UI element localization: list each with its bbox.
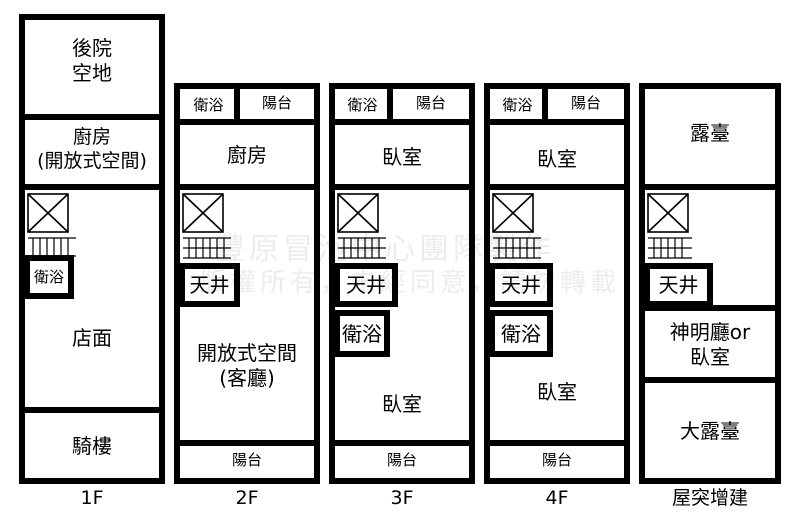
void-box-3f xyxy=(337,193,379,233)
stairs-4f xyxy=(493,237,541,259)
room-bedroom-bottom-3f: 臥室 xyxy=(382,392,422,416)
room-bedroom-top-4f: 臥室 xyxy=(537,147,577,171)
room-living-2f: 開放式空間 (客廳) xyxy=(197,341,297,390)
floor-2f-walls xyxy=(174,83,320,484)
room-bath-1f: 衛浴 xyxy=(33,268,64,286)
room-balcony-top-3f: 陽台 xyxy=(415,94,446,112)
room-arcade-1f: 騎樓 xyxy=(72,434,112,458)
room-bath-mid-3f: 衛浴 xyxy=(342,322,382,346)
floor-label-1f: 1F xyxy=(80,487,104,509)
room-big-terrace-roof: 大露臺 xyxy=(680,419,740,443)
stairs-2f xyxy=(183,237,231,259)
room-skylight-roof: 天井 xyxy=(658,273,699,297)
floor-3f-walls xyxy=(329,83,475,484)
void-box-1f xyxy=(27,193,69,233)
room-balcony-top-4f: 陽台 xyxy=(570,94,601,112)
stairs-roof xyxy=(648,237,692,259)
room-backyard-1f: 後院 空地 xyxy=(72,36,112,85)
room-bath-top-4f: 衛浴 xyxy=(502,96,533,114)
watermark-line-2: 版權所有，未經同意，請勿轉載！ xyxy=(200,268,651,298)
room-skylight-2f: 天井 xyxy=(189,273,230,297)
void-box-2f xyxy=(182,193,224,233)
room-bath-2f: 衛浴 xyxy=(193,96,224,114)
room-bedroom-bottom-4f: 臥室 xyxy=(537,380,577,404)
floor-label-roof: 屋突增建 xyxy=(671,487,748,509)
floor-4f-walls xyxy=(484,83,630,484)
room-terrace-roof: 露臺 xyxy=(690,121,730,145)
void-box-4f xyxy=(492,193,534,233)
floor-1f-walls xyxy=(19,14,165,484)
room-balcony-top-2f: 陽台 xyxy=(261,94,292,112)
room-balcony-bottom-2f: 陽台 xyxy=(231,451,262,469)
room-kitchen-2f: 廚房 xyxy=(227,143,267,167)
room-bath-mid-4f: 衛浴 xyxy=(501,322,541,346)
stairs-3f xyxy=(338,237,386,259)
floor-label-4f: 4F xyxy=(545,487,569,509)
floor-label-2f: 2F xyxy=(235,487,259,509)
room-bedroom-top-3f: 臥室 xyxy=(382,145,422,169)
room-balcony-bottom-3f: 陽台 xyxy=(386,451,417,469)
room-bath-top-3f: 衛浴 xyxy=(347,96,378,114)
room-skylight-3f: 天井 xyxy=(346,273,386,297)
room-kitchen-1f: 廚房 (開放式空間) xyxy=(37,126,147,172)
room-skylight-4f: 天井 xyxy=(501,273,541,297)
room-shop-1f: 店面 xyxy=(72,326,112,350)
void-box-roof xyxy=(647,193,689,233)
room-shrine-roof: 神明廳or 臥室 xyxy=(669,320,751,369)
floor-label-3f: 3F xyxy=(390,487,414,509)
floor-roof-walls xyxy=(639,83,781,484)
room-balcony-bottom-4f: 陽台 xyxy=(541,451,572,469)
stairs-1f xyxy=(28,237,76,257)
